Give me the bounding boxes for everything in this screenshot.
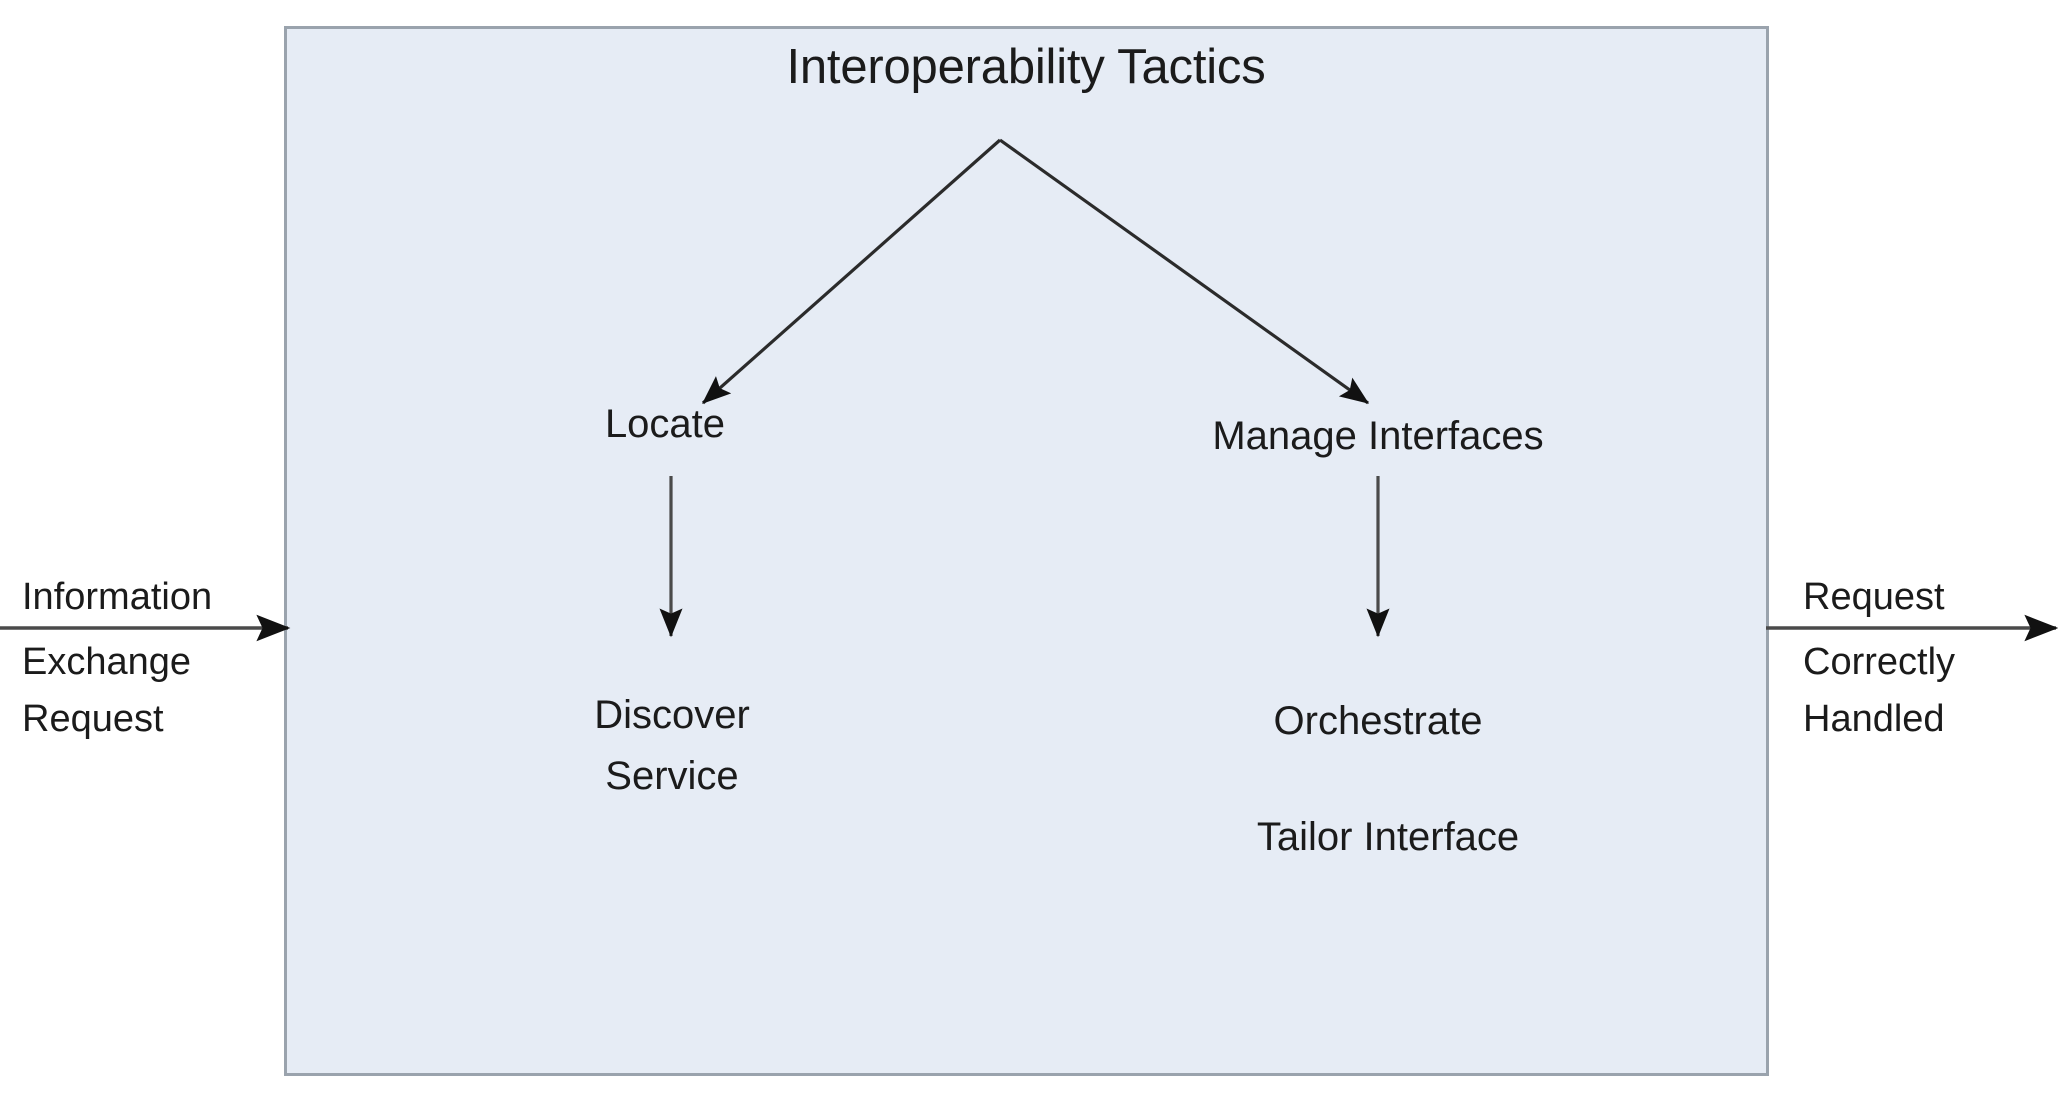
branch-line-to-locate	[701, 138, 1002, 405]
output-label-line1: Request	[1803, 576, 1945, 618]
node-manage-interfaces: Manage Interfaces	[1212, 414, 1544, 458]
output-label-line2: Correctly	[1803, 641, 1956, 683]
interoperability-container-box	[284, 26, 1769, 1076]
output-label-line3: Handled	[1803, 698, 1945, 740]
diagram-title: Interoperability Tactics	[786, 40, 1266, 94]
node-discover-service-line2: Service	[605, 754, 739, 798]
node-tailor-interface: Tailor Interface	[1256, 815, 1520, 859]
input-label-line2: Exchange	[22, 641, 192, 683]
input-label-line1: Information	[22, 576, 213, 618]
node-discover-service-line1: Discover	[594, 693, 750, 737]
branch-line-to-manage-interfaces	[999, 138, 1370, 405]
input-label-line3: Request	[22, 698, 164, 740]
node-orchestrate: Orchestrate	[1273, 699, 1483, 743]
node-locate: Locate	[604, 402, 726, 446]
